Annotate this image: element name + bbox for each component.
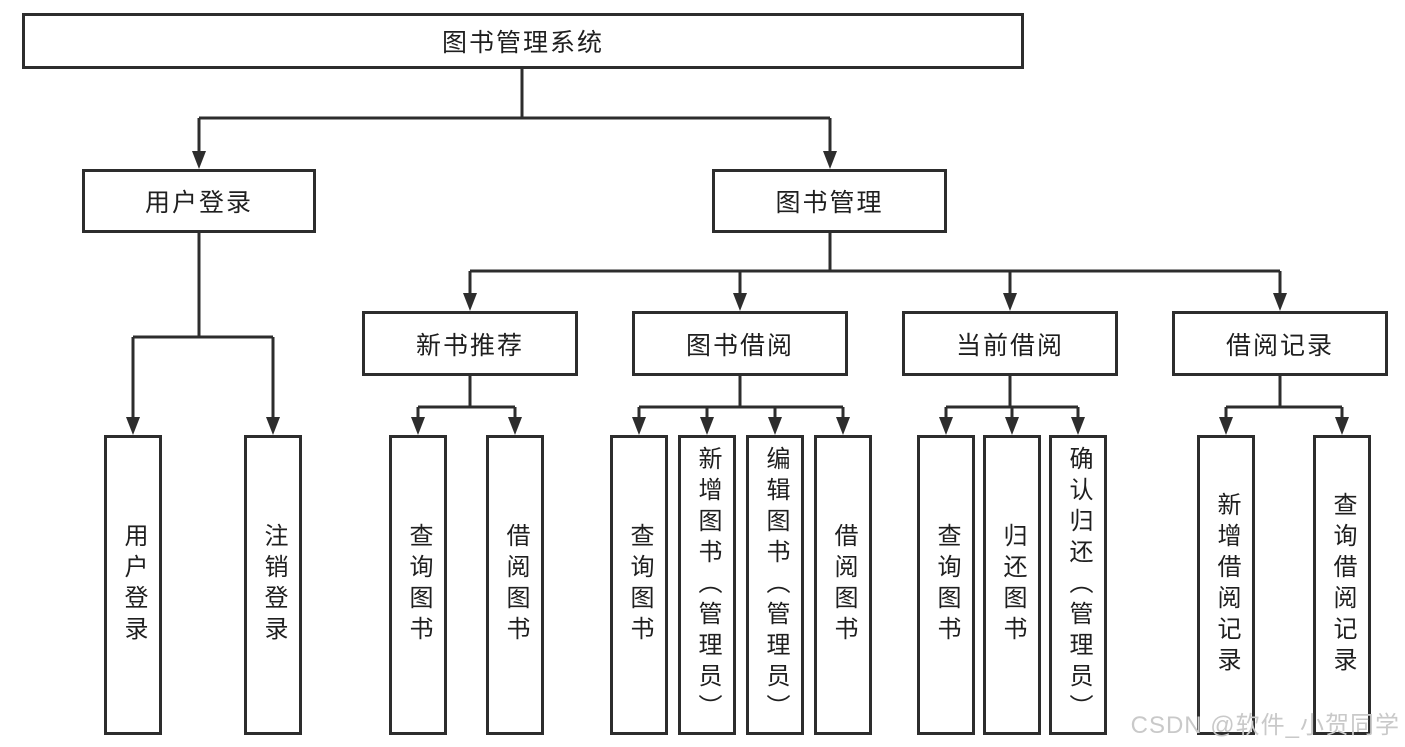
node-user-login: 用户登录 xyxy=(82,169,316,233)
leaf-label: 注销登录 xyxy=(260,523,287,647)
node-label: 图书管理 xyxy=(775,189,884,217)
connector-bookborrow-to-leaves xyxy=(632,376,850,435)
leaf-label: 查询图书 xyxy=(933,523,960,647)
connector-root-to-level2 xyxy=(192,69,837,169)
leaf-add-books-admin: 新增图书（管理员） xyxy=(678,435,736,735)
leaf-label: 新增借阅记录 xyxy=(1213,492,1240,678)
leaf-logout: 注销登录 xyxy=(244,435,302,735)
csdn-watermark: CSDN @软件_小贺同学 xyxy=(1130,712,1400,739)
leaf-label: 借阅图书 xyxy=(502,523,529,647)
node-label: 新书推荐 xyxy=(415,331,524,360)
leaf-label: 借阅图书 xyxy=(830,523,857,647)
leaf-user-login: 用户登录 xyxy=(104,435,162,735)
leaf-borrow-books: 借阅图书 xyxy=(814,435,872,735)
leaf-query-books-current: 查询图书 xyxy=(917,435,975,735)
leaf-query-books-recommend: 查询图书 xyxy=(389,435,447,735)
leaf-label: 查询图书 xyxy=(405,523,432,647)
leaf-query-borrow-record: 查询借阅记录 xyxy=(1313,435,1371,735)
node-label: 借阅记录 xyxy=(1225,331,1334,360)
node-current-borrow: 当前借阅 xyxy=(902,311,1118,376)
node-label: 图书管理系统 xyxy=(441,29,604,57)
connector-currentborrow-to-leaves xyxy=(939,376,1085,435)
leaf-label: 归还图书 xyxy=(999,523,1026,647)
node-new-book-recommend: 新书推荐 xyxy=(362,311,578,376)
connector-userlogin-to-leaves xyxy=(126,233,280,435)
node-book-borrow: 图书借阅 xyxy=(632,311,848,376)
leaf-label: 编辑图书（管理员） xyxy=(762,445,789,725)
node-library-management-system: 图书管理系统 xyxy=(22,13,1024,69)
leaf-confirm-return-admin: 确认归还（管理员） xyxy=(1049,435,1107,735)
leaf-query-books-borrow: 查询图书 xyxy=(610,435,668,735)
node-borrow-records: 借阅记录 xyxy=(1172,311,1388,376)
leaf-label: 新增图书（管理员） xyxy=(694,445,721,725)
leaf-edit-books-admin: 编辑图书（管理员） xyxy=(746,435,804,735)
leaf-return-books: 归还图书 xyxy=(983,435,1041,735)
leaf-label: 用户登录 xyxy=(120,523,147,647)
node-label: 当前借阅 xyxy=(955,331,1064,360)
leaf-label: 确认归还（管理员） xyxy=(1065,445,1092,725)
node-book-management: 图书管理 xyxy=(712,169,947,233)
node-label: 用户登录 xyxy=(144,189,253,217)
leaf-borrow-books-recommend: 借阅图书 xyxy=(486,435,544,735)
connector-newbooks-to-leaves xyxy=(411,376,522,435)
connector-bookmgmt-to-level3 xyxy=(463,233,1287,311)
leaf-label: 查询借阅记录 xyxy=(1329,492,1356,678)
connector-records-to-leaves xyxy=(1219,376,1349,435)
node-label: 图书借阅 xyxy=(685,331,794,360)
leaf-add-borrow-record: 新增借阅记录 xyxy=(1197,435,1255,735)
leaf-label: 查询图书 xyxy=(626,523,653,647)
